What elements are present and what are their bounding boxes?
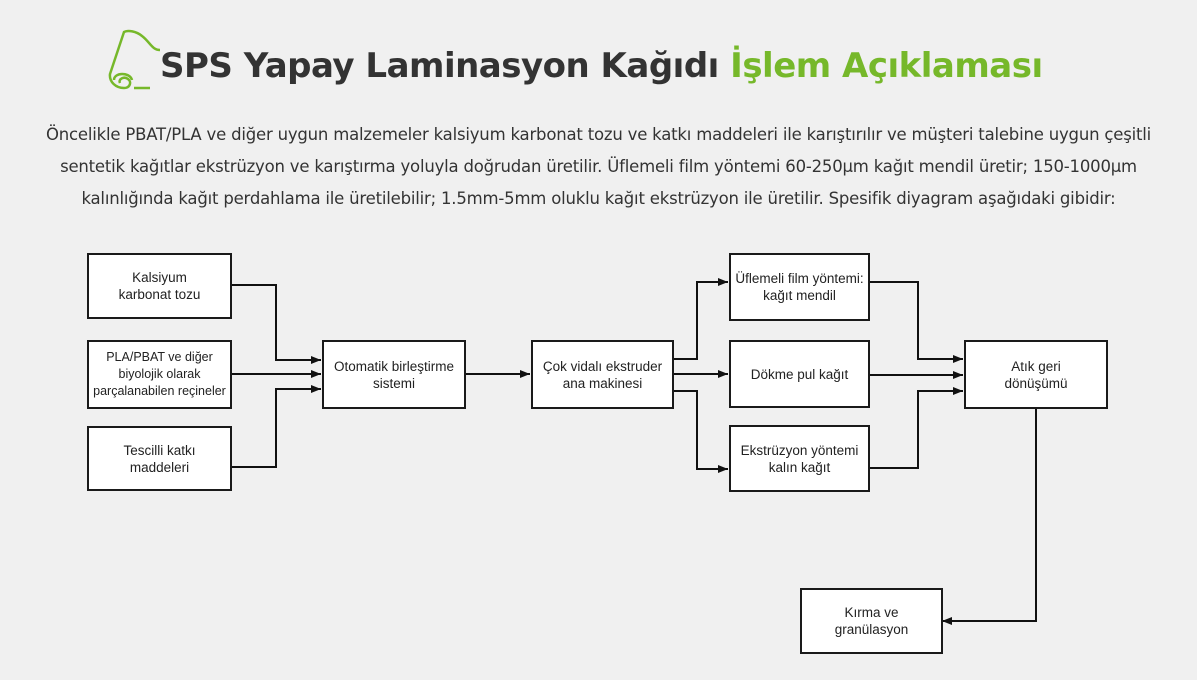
node-label: Kırma ve granülasyon: [834, 605, 909, 637]
page-title: SPS Yapay Laminasyon Kağıdı İşlem Açıkla…: [160, 46, 1043, 86]
node-crushing: Kırma ve granülasyon: [800, 588, 943, 654]
node-label: Ekstrüzyon yöntemi kalın kağıt: [740, 442, 859, 475]
intro-paragraph: Öncelikle PBAT/PLA ve diğer uygun malzem…: [0, 119, 1197, 215]
arrow-blown-recycle: [869, 281, 963, 363]
node-label: Kalsiyum karbonat tozu: [118, 270, 201, 302]
arrow-calcium-mixing: [231, 284, 321, 364]
node-label: Dökme pul kağıt: [750, 366, 849, 382]
title-main: SPS Yapay Laminasyon Kağıdı: [160, 46, 731, 86]
node-additives: Tescilli katkı maddeleri: [87, 426, 232, 491]
node-label: Üflemeli film yöntemi: kağıt mendil: [735, 271, 864, 303]
node-blown: Üflemeli film yöntemi: kağıt mendil: [729, 253, 870, 321]
arrow-extrusion-recycle: [869, 387, 963, 469]
node-label: Tescilli katkı maddeleri: [123, 442, 196, 475]
intro-line: sentetik kağıtlar ekstrüzyon ve karıştır…: [60, 157, 1137, 176]
node-extrusion: Ekstrüzyon yöntemi kalın kağıt: [729, 425, 870, 492]
node-cast: Dökme pul kağıt: [729, 340, 870, 408]
node-mixing: Otomatik birleştirme sistemi: [322, 340, 466, 409]
node-resin: PLA/PBAT ve diğer biyolojik olarak parça…: [87, 340, 232, 409]
node-label: Otomatik birleştirme sistemi: [333, 358, 455, 391]
arrow-extruder-extrusion: [673, 390, 728, 473]
paper-roll-icon: [108, 29, 161, 90]
title-accent: İşlem Açıklaması: [730, 46, 1043, 86]
node-label: PLA/PBAT ve diğer biyolojik olarak parça…: [93, 350, 226, 398]
node-extruder: Çok vidalı ekstruder ana makinesi: [531, 340, 674, 409]
node-calcium: Kalsiyum karbonat tozu: [87, 253, 232, 319]
arrow-extruder-blown: [673, 278, 728, 360]
intro-line: Öncelikle PBAT/PLA ve diğer uygun malzem…: [45, 125, 1152, 144]
node-label: Atık geri dönüşümü: [1004, 358, 1068, 391]
arrow-recycle-crushing: [942, 408, 1037, 625]
arrow-additives-mixing: [231, 385, 321, 468]
intro-line: kalınlığında kağıt perdahlama ile üretil…: [81, 189, 1116, 208]
node-label: Çok vidalı ekstruder ana makinesi: [542, 358, 663, 391]
node-recycle: Atık geri dönüşümü: [964, 340, 1108, 409]
